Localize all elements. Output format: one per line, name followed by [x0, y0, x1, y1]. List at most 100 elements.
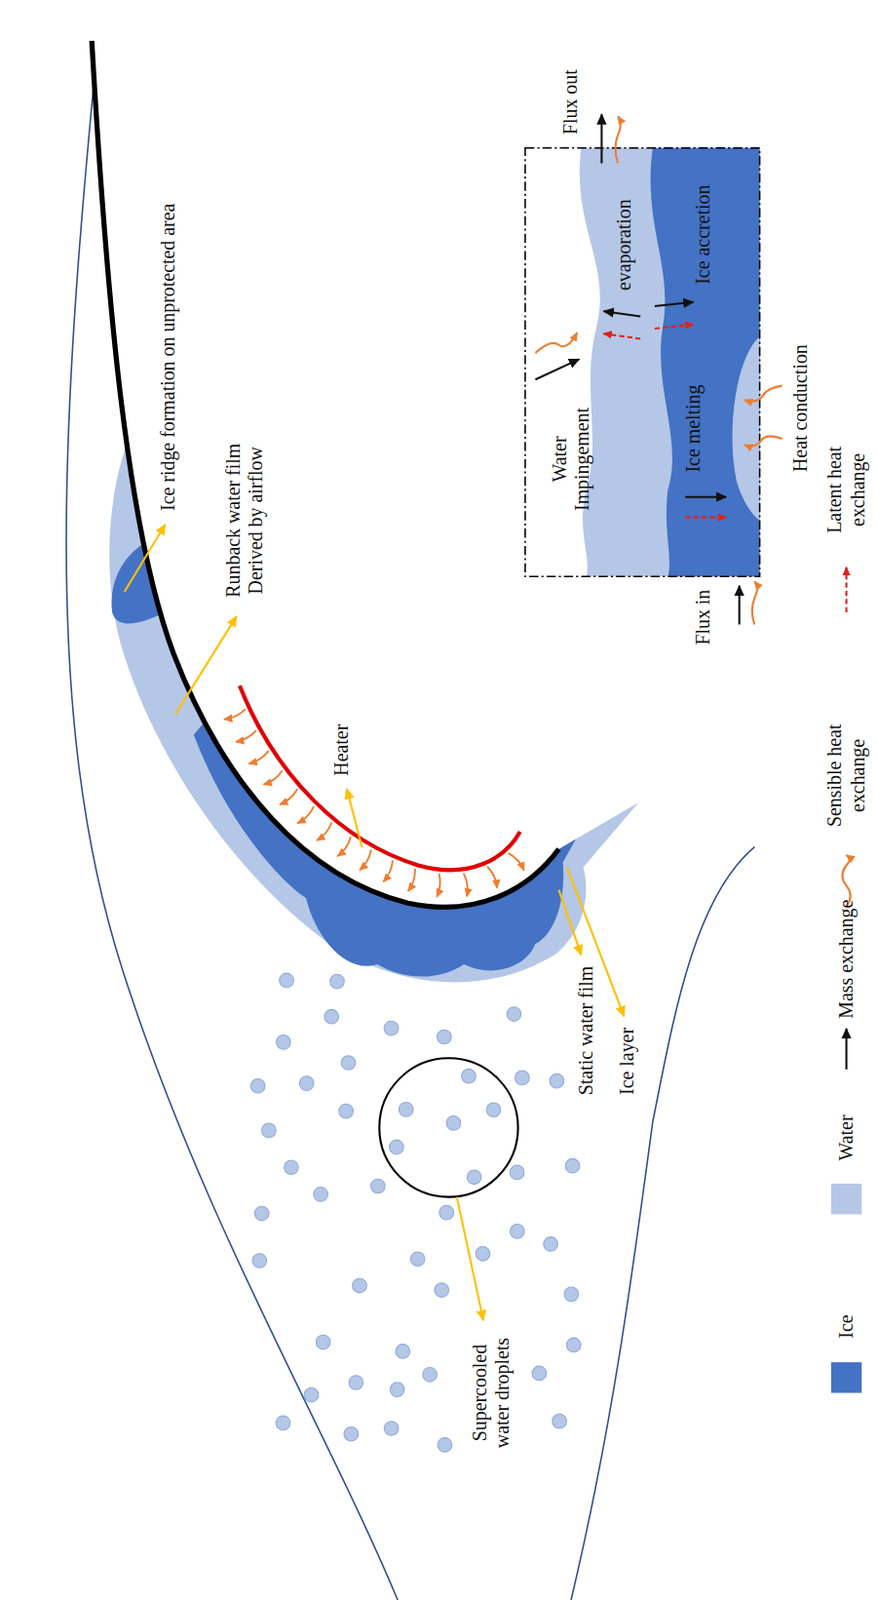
leader-line	[558, 889, 581, 955]
inset-ice	[650, 148, 761, 577]
water-droplet	[434, 1282, 450, 1298]
callout-label: Heater	[330, 724, 353, 776]
water-droplet	[395, 1343, 411, 1359]
droplet-outline	[379, 1057, 518, 1196]
water-droplet	[466, 1169, 482, 1184]
sensible-arrow	[534, 332, 577, 353]
heat-arrow	[382, 859, 393, 881]
water-droplet	[552, 1412, 568, 1428]
water-droplet	[543, 1236, 559, 1252]
water-droplet	[313, 1186, 329, 1202]
latent-arrow	[604, 333, 642, 339]
legend-label: Latent heat exchange	[824, 430, 870, 548]
water-droplet	[304, 1386, 319, 1402]
callout-label: evaporation	[612, 198, 636, 291]
heat-arrow	[487, 866, 497, 888]
latent-arrow	[654, 324, 694, 329]
water-droplet	[250, 1077, 266, 1093]
heat-arrow	[235, 729, 257, 742]
legend-label: Mass exchange	[835, 899, 858, 1019]
heat-arrow	[463, 873, 468, 897]
heater	[239, 685, 521, 870]
water-droplet	[254, 1205, 269, 1221]
heat-arrow	[408, 868, 416, 891]
mass-arrow	[654, 302, 694, 306]
callout-label: Ice ridge formation on unprotected area	[156, 203, 180, 511]
water-droplet	[370, 1178, 385, 1193]
legend-label: Water	[835, 1113, 858, 1160]
legend-label: Sensible heat exchange	[824, 716, 870, 834]
water-droplet	[446, 1115, 461, 1131]
water-droplet	[275, 1414, 291, 1430]
airfoil-surface	[91, 40, 559, 907]
heat-arrow	[359, 848, 372, 870]
mass-arrow	[685, 496, 726, 498]
heat-arrow	[263, 769, 282, 785]
inset-box	[525, 148, 761, 577]
heat-arrow	[316, 821, 332, 840]
water-droplet	[475, 1245, 491, 1260]
mass-arrow	[600, 114, 603, 163]
callout-label: Water Impingement	[548, 400, 594, 518]
mass-arrow	[604, 310, 642, 316]
heat-arrow	[248, 750, 268, 764]
water-droplet	[315, 1334, 331, 1349]
callout-label: Supercooled water droplets	[469, 1323, 515, 1461]
water-droplet	[299, 1075, 314, 1091]
water-droplet	[279, 972, 295, 988]
heat-arrow	[337, 836, 351, 856]
inset-arrows	[534, 114, 782, 624]
sensible-arrow	[615, 115, 621, 163]
heat-arrow	[507, 852, 524, 871]
mass-arrow	[738, 585, 741, 625]
water-droplet	[343, 1425, 359, 1441]
water-droplet	[389, 1381, 405, 1397]
airfoil-interior	[91, 0, 878, 907]
legend-swatch	[831, 1183, 862, 1214]
water-droplet	[515, 1069, 531, 1085]
legend-label: Ice	[835, 1313, 858, 1337]
leader-line	[124, 524, 166, 592]
heat-arrow	[224, 708, 246, 719]
water-droplet	[324, 1008, 340, 1024]
legend-mass-arrow	[845, 1028, 848, 1069]
water-droplet	[341, 1055, 356, 1070]
water-droplet	[565, 1157, 580, 1173]
leader-line	[457, 1196, 484, 1321]
heat-arrow	[279, 788, 298, 804]
water-droplet	[330, 973, 345, 989]
callout-label: Ice accretion	[692, 185, 716, 285]
inset-melt-water	[731, 336, 760, 520]
water-droplet	[422, 1366, 438, 1381]
callout-label: Ice layer	[615, 1027, 639, 1095]
legend-sensible-arrow	[841, 854, 850, 906]
water-droplet	[410, 1251, 425, 1266]
callout-label: Flux out	[560, 69, 583, 135]
latent-arrow	[685, 516, 726, 519]
mass-arrow	[534, 358, 579, 380]
sensible-arrow	[744, 385, 783, 402]
water-droplet	[383, 1020, 399, 1035]
water-droplet	[509, 1223, 525, 1239]
legend-swatch	[831, 1361, 862, 1392]
callout-label: Runback water film Derived by airflow	[222, 433, 268, 608]
water-droplet	[564, 1286, 579, 1301]
water-droplet	[437, 1029, 453, 1044]
heat-arrow	[297, 805, 314, 823]
water-droplet	[566, 1336, 581, 1352]
leaders	[124, 524, 625, 1320]
water-droplet	[439, 1204, 455, 1220]
inset-water	[579, 148, 761, 577]
water-droplet	[252, 1253, 268, 1268]
water-droplet	[506, 1006, 522, 1022]
sensible-arrow	[744, 435, 783, 446]
water-droplet	[276, 1034, 292, 1050]
water-droplet	[352, 1277, 368, 1293]
water-droplet	[509, 1164, 525, 1180]
leader-line	[346, 788, 363, 847]
water-droplet	[348, 1374, 364, 1390]
water-droplet	[461, 1068, 477, 1083]
inset-ground	[525, 148, 761, 577]
